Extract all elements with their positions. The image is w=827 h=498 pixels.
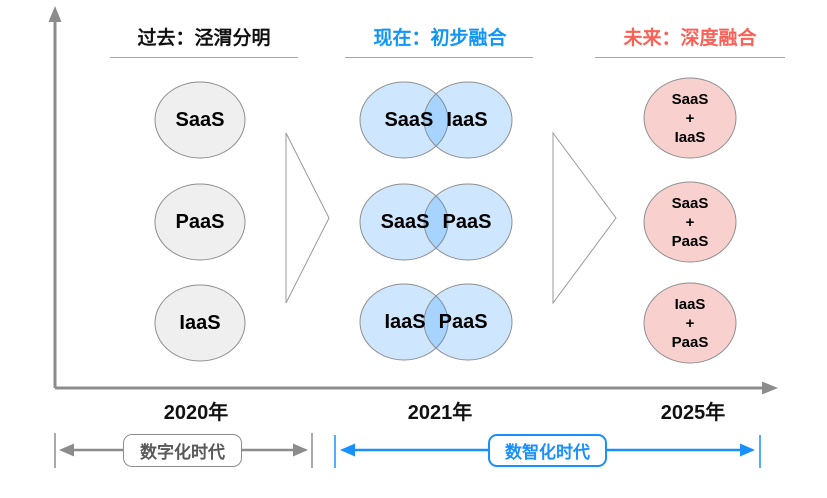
year-label-2021: 2021年 (407, 402, 473, 424)
merged-bottom-label: PaaS (671, 232, 709, 250)
venn-right-label: PaaS (442, 211, 492, 233)
left-arrowhead-icon (59, 443, 74, 457)
past-circle-label-paas: PaaS (175, 211, 225, 233)
plus-sign: + (685, 314, 695, 332)
merged-bottom-label: IaaS (674, 128, 706, 146)
underline-past (110, 57, 298, 58)
merged-label-row-1: SaaS + IaaS (640, 88, 740, 148)
merged-top-label: SaaS (671, 194, 709, 212)
venn-label-row-1: SaaS IaaS (341, 105, 531, 135)
venn-right-label: IaaS (446, 109, 488, 131)
venn-label-row-3: IaaS PaaS (341, 307, 531, 337)
era-badge-digital: 数字化时代 (123, 434, 242, 467)
merged-label-row-2: SaaS + PaaS (640, 192, 740, 252)
column-title-present: 现在：初步融合 (373, 28, 507, 49)
merged-top-label: SaaS (671, 90, 709, 108)
era-badge-smart: 数智化时代 (488, 434, 607, 467)
future-circles (643, 77, 737, 364)
column-title-past: 过去：泾渭分明 (137, 28, 271, 49)
past-circles (154, 81, 246, 362)
y-axis-arrowhead-icon (48, 6, 62, 22)
year-label-2025: 2025年 (660, 402, 726, 424)
venn-left-label: SaaS (384, 109, 434, 131)
venn-left-label: IaaS (384, 311, 426, 333)
right-arrowhead-icon (293, 443, 308, 457)
past-circle-label-saas: SaaS (175, 109, 225, 131)
underline-present (345, 57, 533, 58)
venn-left-label: SaaS (380, 211, 430, 233)
merged-top-label: IaaS (674, 295, 706, 313)
plus-sign: + (685, 213, 695, 231)
venn-label-row-2: SaaS PaaS (341, 207, 531, 237)
x-axis (55, 381, 778, 395)
transition-arrow-2-icon (552, 131, 617, 305)
present-venn-circles (359, 81, 513, 361)
column-title-future: 未来：深度融合 (623, 28, 757, 49)
transition-arrow-1-icon (285, 132, 330, 304)
x-axis-arrowhead-icon (762, 381, 778, 395)
y-axis (48, 6, 62, 388)
past-circle-label-iaas: IaaS (179, 312, 221, 334)
right-arrowhead-icon (740, 443, 755, 457)
merged-label-row-3: IaaS + PaaS (640, 293, 740, 353)
merged-bottom-label: PaaS (671, 333, 709, 351)
venn-right-label: PaaS (438, 311, 488, 333)
year-label-2020: 2020年 (163, 402, 229, 424)
plus-sign: + (685, 109, 695, 127)
underline-future (595, 57, 785, 58)
left-arrowhead-icon (340, 443, 355, 457)
